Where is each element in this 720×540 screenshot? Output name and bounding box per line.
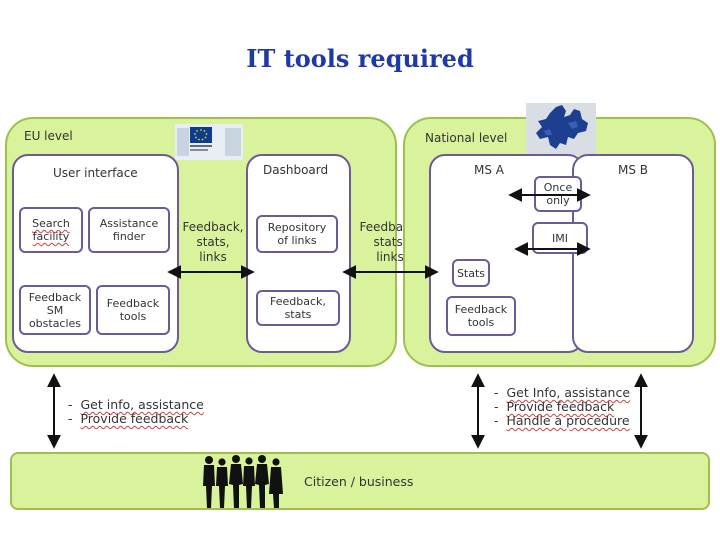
national-feedback-tools-box: Feedback tools [446, 296, 516, 336]
national-level-label: National level [425, 131, 508, 145]
stats-text: Stats [456, 266, 486, 280]
repository-of-links-text: Repository of links [267, 221, 327, 247]
feedback-sm-obstacles-box: Feedback SM obstacles [19, 285, 91, 335]
europe-map-icon [526, 103, 596, 155]
dashboard-label: Dashboard [263, 163, 329, 177]
imi-text: IMI [552, 231, 568, 245]
ms-b-column [572, 154, 694, 353]
people-silhouettes-icon [200, 454, 292, 510]
right-bullet-item: - Provide feedback [494, 399, 615, 414]
citizen-business-panel [10, 452, 710, 510]
feedback-stats-box: Feedback, stats [256, 290, 340, 326]
national-feedback-tools-text: Feedback tools [454, 303, 508, 329]
repository-of-links-box: Repository of links [256, 215, 338, 253]
right-bullet-list: - Get Info, assistance - Provide feedbac… [494, 386, 630, 428]
ms-a-label: MS A [474, 163, 504, 177]
eu-building-logo-icon [175, 124, 243, 160]
page-title: IT tools required [246, 44, 474, 73]
left-bullet-list: - Get info, assistance - Provide feedbac… [68, 398, 204, 426]
assistance-finder-box: Assistance finder [88, 207, 170, 253]
user-interface-label: User interface [53, 166, 138, 180]
left-bullet-item: - Get info, assistance [68, 397, 204, 412]
left-bullet-item: - Provide feedback [68, 411, 189, 426]
right-bullet-item: - Handle a procedure [494, 413, 630, 428]
connector-left-label: Feedback, stats, links [182, 220, 244, 264]
search-facility-box: Search facility [19, 207, 83, 253]
assistance-finder-text: Assistance finder [99, 217, 159, 243]
stats-box: Stats [452, 259, 490, 287]
feedback-sm-obstacles-text: Feedback SM obstacles [28, 290, 82, 330]
citizen-business-label: Citizen / business [304, 474, 414, 489]
ms-b-label: MS B [618, 163, 649, 177]
feedback-stats-text: Feedback, stats [270, 295, 326, 321]
eu-level-label: EU level [24, 129, 73, 143]
feedback-tools-box: Feedback tools [96, 285, 170, 335]
right-bullet-item: - Get Info, assistance [494, 385, 631, 400]
feedback-tools-text: Feedback tools [106, 297, 160, 323]
search-facility-text: Search facility [32, 217, 70, 243]
